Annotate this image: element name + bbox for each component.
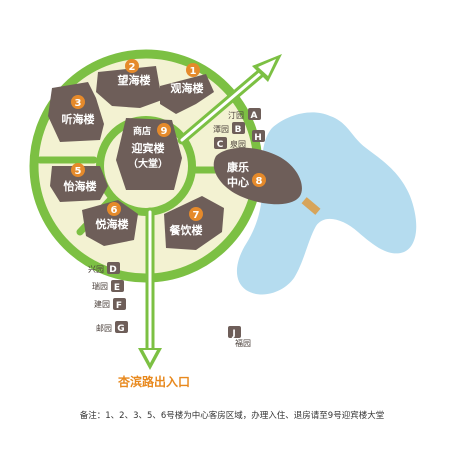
building-8-name-line2: 中心: [227, 175, 249, 189]
building-8-number: 8: [256, 176, 263, 187]
villa-E[interactable]: 瑞园 E: [92, 280, 124, 293]
villa-C-name: 泉园: [230, 139, 246, 149]
villa-B-letter: B: [235, 125, 242, 135]
villa-H-letter: H: [254, 133, 262, 143]
building-8-badge: [252, 173, 266, 187]
villa-D-name: 兴园: [88, 265, 104, 274]
villa-H[interactable]: H: [252, 130, 265, 143]
villa-A[interactable]: 汀园 A: [228, 108, 261, 121]
building-1-badge: [186, 63, 200, 77]
building-2-number: 2: [129, 62, 136, 73]
building-9-subtitle: （大堂）: [128, 157, 168, 170]
villa-G[interactable]: 邮园 G: [96, 321, 128, 334]
building-9[interactable]: 商店 9 迎宾楼 （大堂）: [116, 118, 182, 190]
villa-C[interactable]: C 泉园: [214, 137, 246, 150]
map-note: 备注：1、2、3、5、6号楼为中心客房区域，办理入住、退房请至9号迎宾楼大堂: [80, 410, 384, 421]
building-9-badge: [157, 123, 171, 137]
villa-E-name: 瑞园: [92, 281, 108, 291]
building-5-badge: [71, 163, 85, 177]
villa-B-name: 潭园: [213, 125, 229, 134]
building-3-name: 听海楼: [62, 112, 95, 126]
villa-A-letter: A: [251, 111, 258, 121]
villa-C-letter: C: [217, 140, 224, 150]
building-2-name: 望海楼: [118, 73, 151, 87]
building-6-badge: [107, 202, 121, 216]
building-5-name: 怡海楼: [64, 179, 97, 193]
building-1-number: 1: [190, 66, 197, 77]
villa-J-letter: J: [231, 329, 235, 339]
villa-G-letter: G: [117, 324, 124, 334]
building-5-number: 5: [75, 166, 82, 177]
building-6[interactable]: 6 悦海楼: [82, 200, 138, 246]
villa-E-letter: E: [114, 283, 120, 293]
villa-F[interactable]: 建园 F: [94, 298, 126, 311]
building-2[interactable]: 2 望海楼: [96, 59, 162, 108]
lake: [236, 112, 417, 295]
building-6-number: 6: [111, 205, 118, 216]
villa-J-name: 福园: [235, 339, 251, 348]
villa-F-letter: F: [116, 301, 122, 311]
building-9-name: 迎宾楼: [132, 141, 165, 155]
building-3-badge: [71, 95, 85, 109]
bridge: [301, 197, 321, 215]
villa-F-name: 建园: [94, 299, 110, 309]
villa-J[interactable]: J 福园: [228, 326, 251, 348]
building-7-badge: [189, 207, 203, 221]
building-9-shop: 商店: [133, 125, 151, 137]
building-5[interactable]: 5 怡海楼: [50, 163, 108, 202]
building-7-number: 7: [193, 210, 200, 221]
building-1-name: 观海楼: [171, 81, 204, 95]
building-9-number: 9: [161, 126, 168, 137]
building-8-name-line1: 康乐: [227, 160, 249, 174]
building-7-name: 餐饮楼: [169, 223, 203, 237]
villa-G-name: 邮园: [96, 323, 112, 333]
building-8[interactable]: 康乐 中心 8: [213, 147, 302, 205]
villa-B[interactable]: 潭园 B: [213, 122, 245, 135]
villa-D-letter: D: [109, 265, 116, 275]
building-1[interactable]: 1 观海楼: [160, 63, 214, 114]
building-6-name: 悦海楼: [96, 217, 129, 231]
villa-A-name: 汀园: [228, 111, 244, 120]
building-3-number: 3: [75, 98, 82, 109]
villa-D[interactable]: 兴园 D: [88, 262, 120, 275]
building-2-badge: [125, 59, 139, 73]
building-7[interactable]: 7 餐饮楼: [164, 196, 224, 250]
exit-label: 杏滨路出入口: [117, 374, 190, 389]
building-3[interactable]: 3 听海楼: [48, 82, 104, 142]
